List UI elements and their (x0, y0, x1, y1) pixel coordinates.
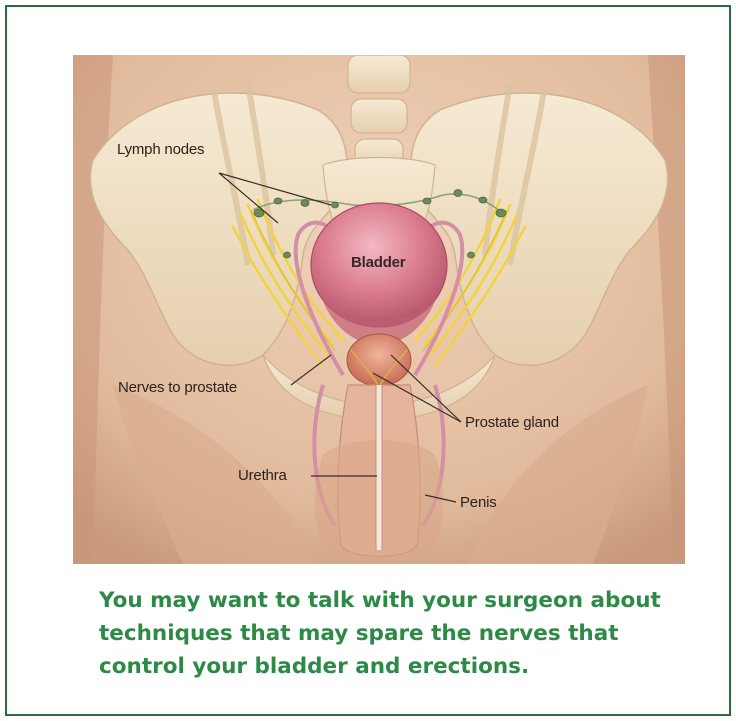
label-bladder: Bladder (351, 254, 405, 271)
caption-line-3: control your bladder and erections. (99, 650, 719, 683)
caption-line-2: techniques that may spare the nerves tha… (99, 617, 719, 650)
label-prostate-gland: Prostate gland (465, 414, 559, 431)
label-penis: Penis (460, 494, 497, 511)
anatomy-illustration: Lymph nodes Bladder Nerves to prostate P… (73, 55, 685, 564)
caption-line-1: You may want to talk with your surgeon a… (99, 584, 719, 617)
label-urethra: Urethra (238, 467, 287, 484)
spine (348, 55, 410, 169)
figure-caption: You may want to talk with your surgeon a… (99, 584, 719, 683)
prostate-gland (347, 334, 411, 386)
figure-frame: Lymph nodes Bladder Nerves to prostate P… (5, 5, 731, 716)
label-lymph-nodes: Lymph nodes (117, 141, 204, 158)
pelvis-anatomy-drawing (73, 55, 685, 564)
label-nerves-to-prostate: Nerves to prostate (118, 379, 237, 396)
